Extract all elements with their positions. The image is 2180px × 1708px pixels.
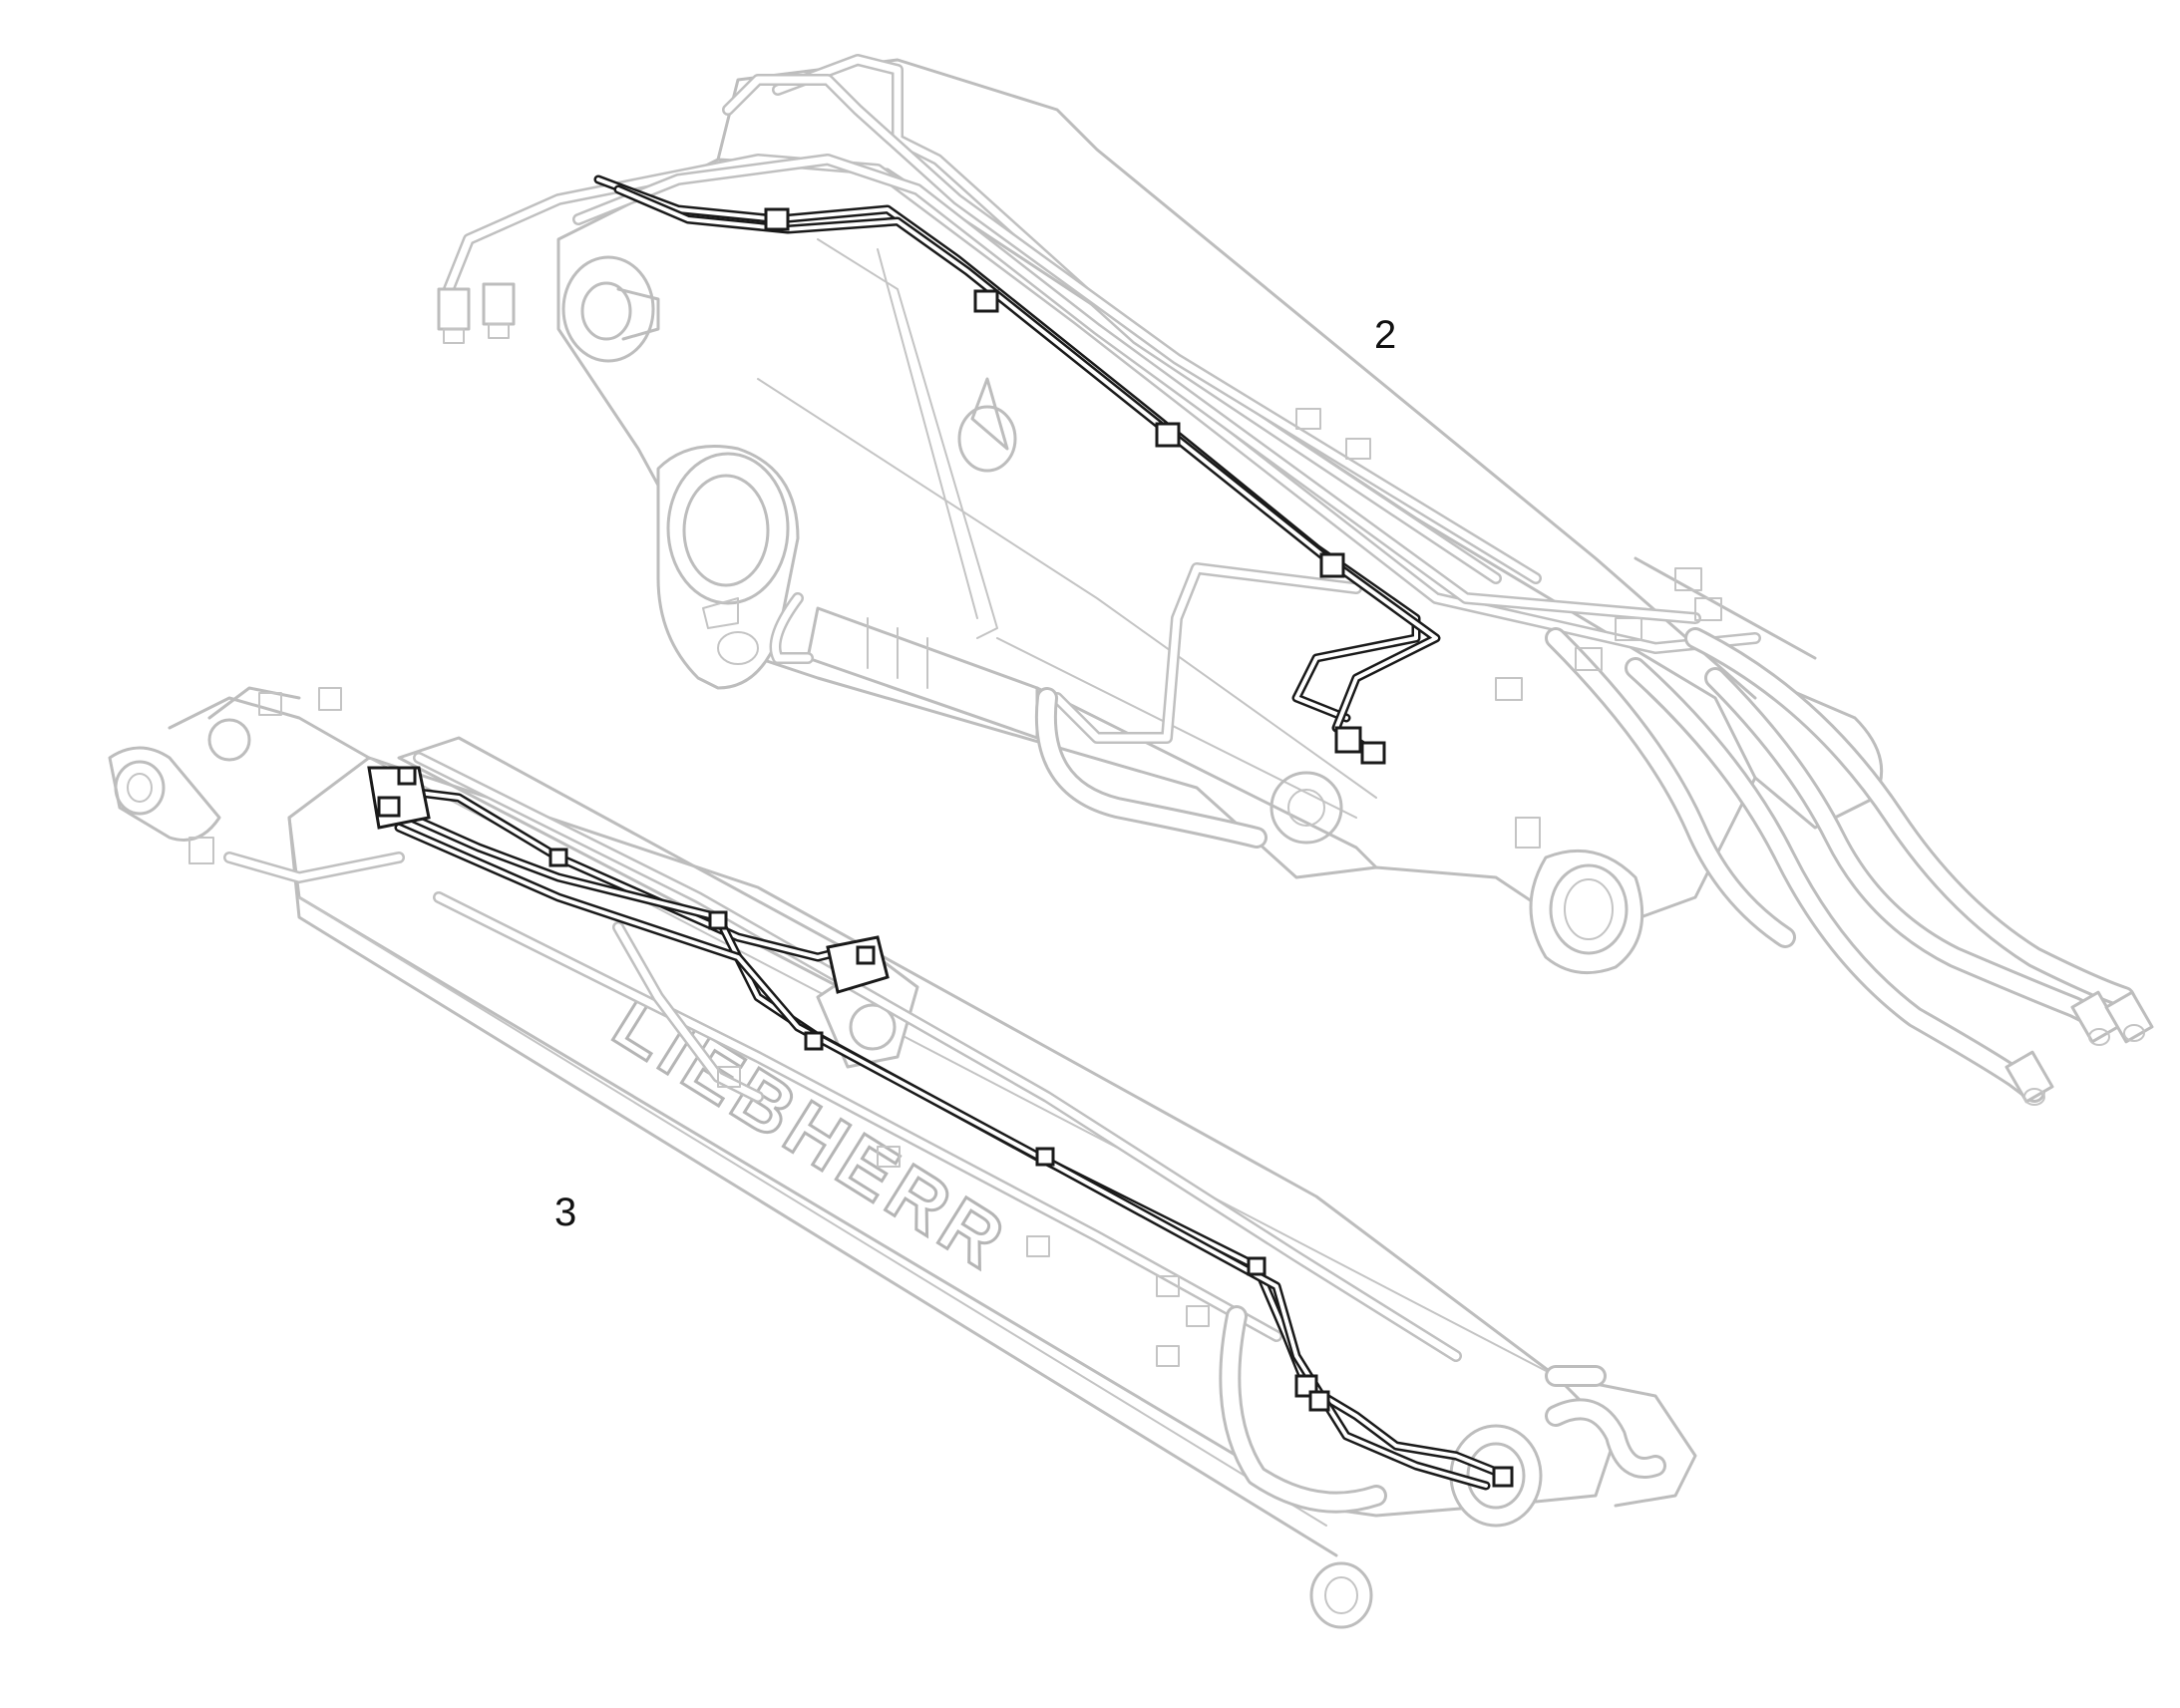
- callout-item-2: 2: [1374, 313, 1397, 357]
- callout-item-3: 3: [554, 1191, 577, 1234]
- stick-highlighted-lines: [367, 766, 1514, 1491]
- boom-left-connectors: [437, 282, 516, 344]
- boom-cylinder-mount: [656, 445, 800, 690]
- hose-end-fittings: [2004, 990, 2154, 1106]
- brand-emblem-icon: [957, 377, 1017, 473]
- boom-nose-pin: [1529, 849, 1644, 975]
- boom-foot-pin: [561, 255, 660, 363]
- stick-head-linkage: [108, 686, 405, 883]
- boom-assembly: [437, 54, 2154, 1106]
- stick-pipe-clamps: [717, 1066, 1210, 1367]
- boom-highlighted-lines: [593, 174, 1441, 765]
- boom-pipe-clamps: [1295, 408, 1722, 849]
- boom-mid-pin: [1270, 771, 1343, 845]
- boom-top-ridge: [716, 58, 1757, 700]
